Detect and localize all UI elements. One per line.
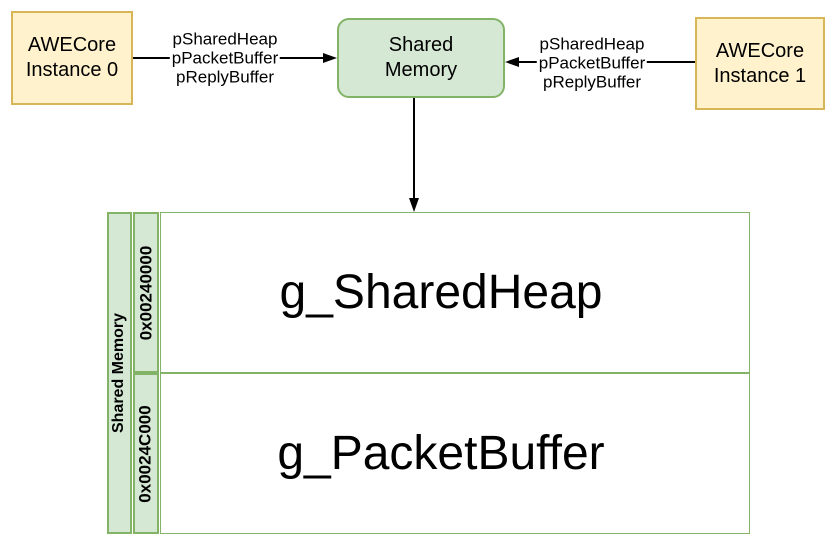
node-awecore-instance-1-label: AWECore Instance 1	[713, 39, 807, 87]
edge-down-line	[413, 98, 415, 200]
node-awecore-instance-0: AWECore Instance 0	[11, 11, 133, 105]
memory-region-name-0: g_SharedHeap	[279, 265, 603, 319]
address-label-0: 0x00240000	[136, 245, 156, 340]
edge-right-label: pSharedHeap pPacketBuffer pReplyBuffer	[536, 34, 648, 92]
edge-left-label-line2: pPacketBuffer	[171, 48, 279, 68]
edge-right-label-line1: pSharedHeap	[539, 34, 645, 54]
arrowhead-down-icon	[409, 198, 419, 212]
address-cell-1: 0x0024C000	[133, 373, 159, 534]
edge-right-label-line2: pPacketBuffer	[538, 53, 646, 73]
memory-table-side-label-cell: Shared Memory	[107, 212, 132, 534]
arrowhead-right-icon	[323, 53, 337, 63]
memory-table-side-label: Shared Memory	[110, 312, 128, 434]
memory-region-cell-0: g_SharedHeap	[160, 212, 750, 373]
edge-left-label-line1: pSharedHeap	[172, 29, 278, 49]
address-cell-0: 0x00240000	[133, 212, 159, 373]
node-shared-memory: Shared Memory	[337, 18, 505, 98]
node-awecore-instance-0-label: AWECore Instance 0	[25, 34, 119, 81]
memory-table: Shared Memory 0x00240000 0x0024C000 g_Sh…	[107, 212, 750, 534]
node-shared-memory-label: Shared Memory	[384, 34, 458, 81]
edge-left-label: pSharedHeap pPacketBuffer pReplyBuffer	[169, 29, 281, 87]
edge-left-label-line3: pReplyBuffer	[176, 67, 274, 87]
node-awecore-instance-1: AWECore Instance 1	[695, 17, 825, 110]
arrowhead-left-icon	[505, 57, 519, 67]
edge-right-label-line3: pReplyBuffer	[543, 72, 641, 92]
memory-region-cell-1: g_PacketBuffer	[160, 373, 750, 534]
address-label-1: 0x0024C000	[136, 404, 155, 503]
memory-region-name-1: g_PacketBuffer	[277, 426, 605, 480]
